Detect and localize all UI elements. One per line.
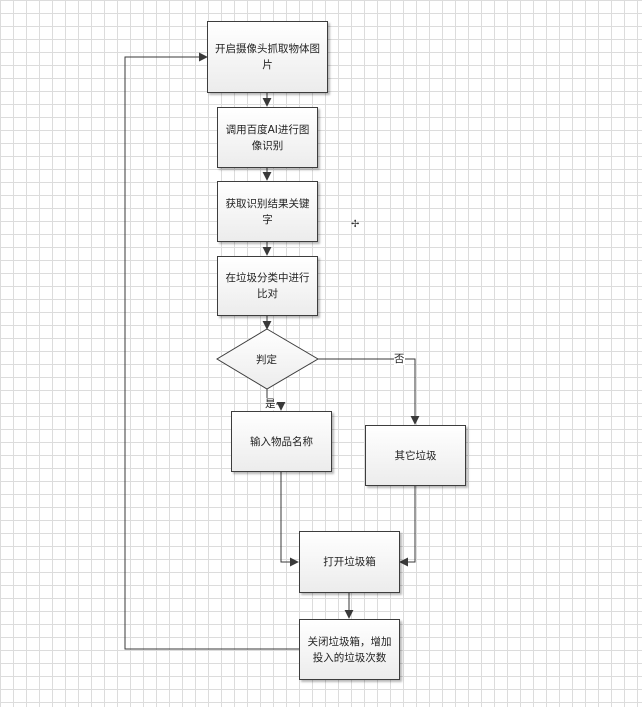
node-keywords[interactable]: 获取识别结果关键字	[217, 181, 318, 242]
node-open-bin[interactable]: 打开垃圾箱	[299, 531, 400, 593]
node-compare[interactable]: 在垃圾分类中进行比对	[217, 256, 318, 316]
node-other[interactable]: 其它垃圾	[365, 425, 466, 486]
edge-label-no: 否	[394, 353, 405, 365]
node-recognize[interactable]: 调用百度AI进行图像识别	[217, 107, 318, 168]
edge-item-open	[280, 472, 299, 567]
node-close-bin[interactable]: 关闭垃圾箱，增加投入的垃圾次数	[299, 619, 400, 680]
edge-decision-no	[318, 358, 420, 425]
edge-other-open	[399, 486, 416, 567]
decision-label: 判定	[256, 354, 277, 366]
edge-loop-back	[124, 52, 299, 650]
node-item-name[interactable]: 输入物品名称	[231, 411, 332, 472]
move-cursor-icon: ✢	[351, 219, 360, 230]
edge-label-yes: 是	[265, 398, 276, 410]
node-capture[interactable]: 开启摄像头抓取物体图片	[207, 21, 328, 93]
